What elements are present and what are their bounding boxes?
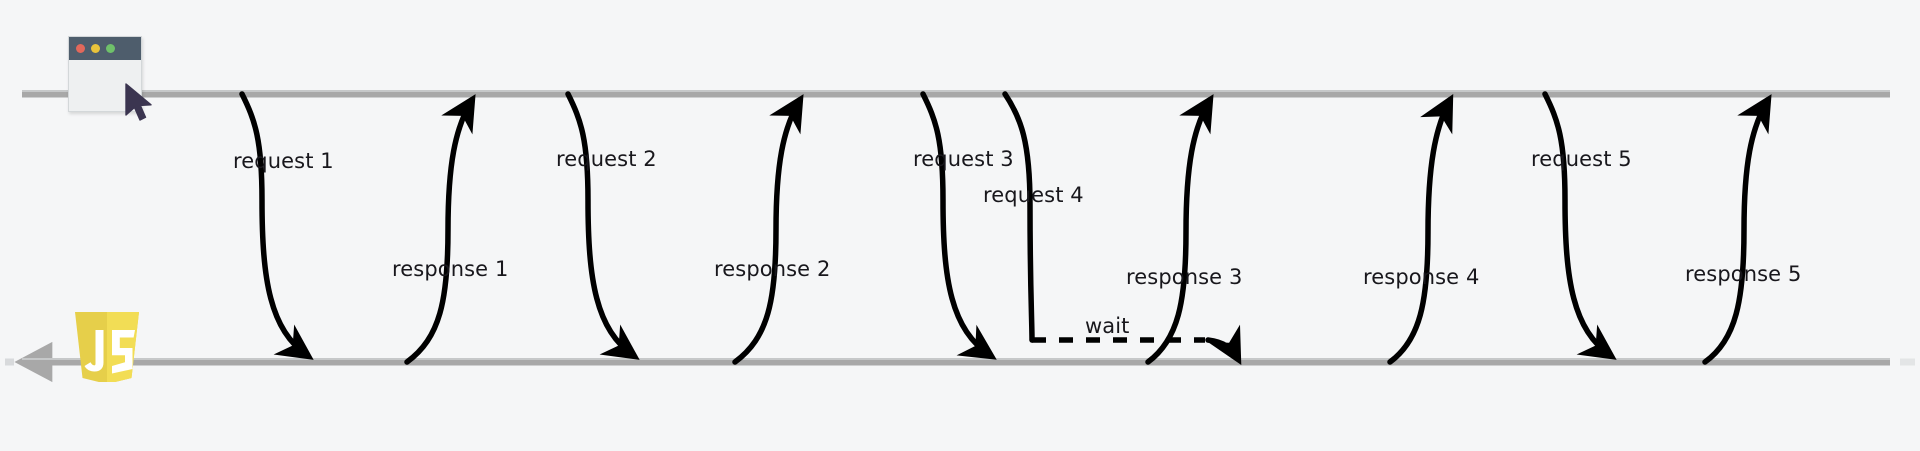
arrow-request-1 — [239, 91, 314, 360]
label-response-5: response 5 — [1685, 262, 1802, 286]
label-request-3: request 3 — [913, 147, 1014, 171]
arrow-request-2 — [565, 91, 640, 360]
arrow-response-5 — [1702, 94, 1772, 365]
lane-browser — [22, 90, 1890, 98]
arrow-request-5 — [1542, 91, 1617, 360]
arrow-response-2 — [732, 94, 804, 365]
label-request-4: request 4 — [983, 183, 1084, 207]
wait-resume-arrow — [1205, 324, 1242, 366]
arrow-response-4 — [1387, 93, 1454, 365]
label-request-5: request 5 — [1531, 147, 1632, 171]
label-request-2: request 2 — [556, 147, 657, 171]
browser-titlebar — [69, 37, 141, 60]
traffic-light-minimize-icon — [91, 44, 100, 53]
label-response-1: response 1 — [392, 257, 509, 281]
arrow-response-1 — [404, 94, 476, 365]
arrow-request-3 — [920, 91, 997, 360]
label-response-2: response 2 — [714, 257, 831, 281]
arrow-request-4 — [1002, 91, 1035, 343]
label-response-3: response 3 — [1126, 265, 1243, 289]
javascript-logo — [75, 312, 139, 382]
traffic-light-close-icon — [76, 44, 85, 53]
lane-javascript — [5, 341, 1915, 383]
mouse-cursor-icon — [125, 83, 152, 121]
label-wait: wait — [1085, 314, 1130, 338]
label-request-1: request 1 — [233, 149, 334, 173]
traffic-light-maximize-icon — [106, 44, 115, 53]
arrow-response-3 — [1145, 94, 1214, 365]
label-response-4: response 4 — [1363, 265, 1480, 289]
